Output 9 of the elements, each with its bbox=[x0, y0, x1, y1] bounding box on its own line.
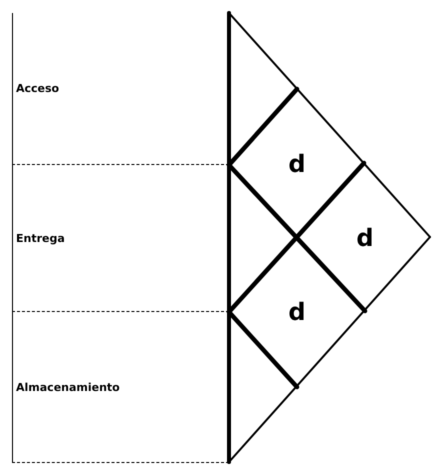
band-label: Acceso bbox=[15, 82, 60, 95]
cell-letter: d bbox=[356, 224, 374, 252]
band-label: Entrega bbox=[15, 232, 65, 244]
cell-letter: d bbox=[288, 150, 306, 178]
band-label: Almacenamiento bbox=[15, 380, 120, 394]
band-region bbox=[12, 13, 229, 165]
band-region bbox=[12, 165, 229, 312]
band-region bbox=[12, 312, 229, 463]
cell-letter: d bbox=[288, 298, 306, 326]
